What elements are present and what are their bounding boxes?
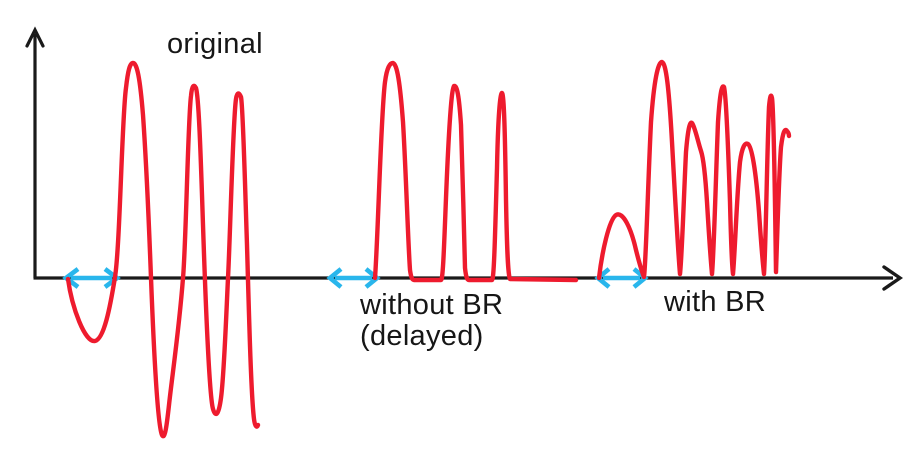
without-br-waveform — [372, 60, 579, 283]
delay-arrow-original-left-head-icon — [62, 267, 80, 289]
y-axis-arrowhead-icon — [25, 26, 45, 48]
without-br-label-line2: (delayed) — [360, 320, 484, 352]
original-waveform — [65, 60, 261, 439]
delay-arrow-original — [62, 267, 121, 289]
axes — [25, 26, 904, 291]
delay-arrow-without-br-left-head-icon — [326, 267, 343, 289]
without-br-label-line1: without BR — [360, 289, 504, 321]
x-axis-arrowhead-icon — [882, 265, 904, 291]
waveforms — [65, 59, 792, 439]
with-br-label: with BR — [664, 286, 767, 318]
without-br-label: without BR (delayed) — [360, 290, 503, 352]
with-br-waveform — [596, 59, 792, 281]
original-label: original — [167, 28, 263, 60]
delay-arrow-with-br — [594, 267, 649, 289]
delay-arrow-without-br — [326, 267, 381, 289]
